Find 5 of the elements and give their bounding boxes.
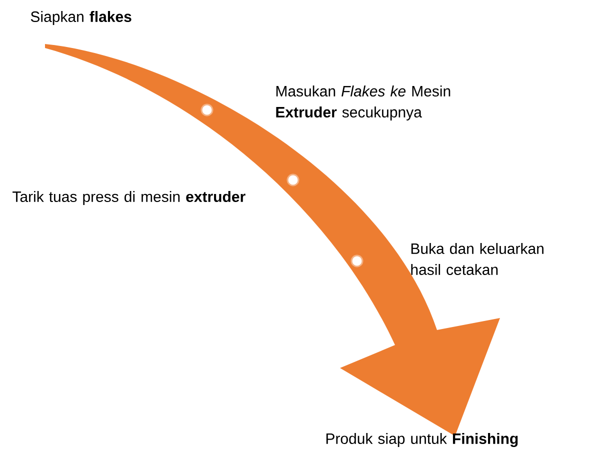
step-label: Produk siap untuk Finishing (326, 432, 518, 448)
step-label: Tarik tuas press di mesin extruder (12, 191, 246, 205)
step-label: Siapkan flakes (30, 11, 132, 25)
step-label: Masukan Flakes ke Mesin Extruder secukupnya (276, 86, 450, 120)
step-label: Buka dan keluarkan hasil cetakan (411, 243, 544, 275)
